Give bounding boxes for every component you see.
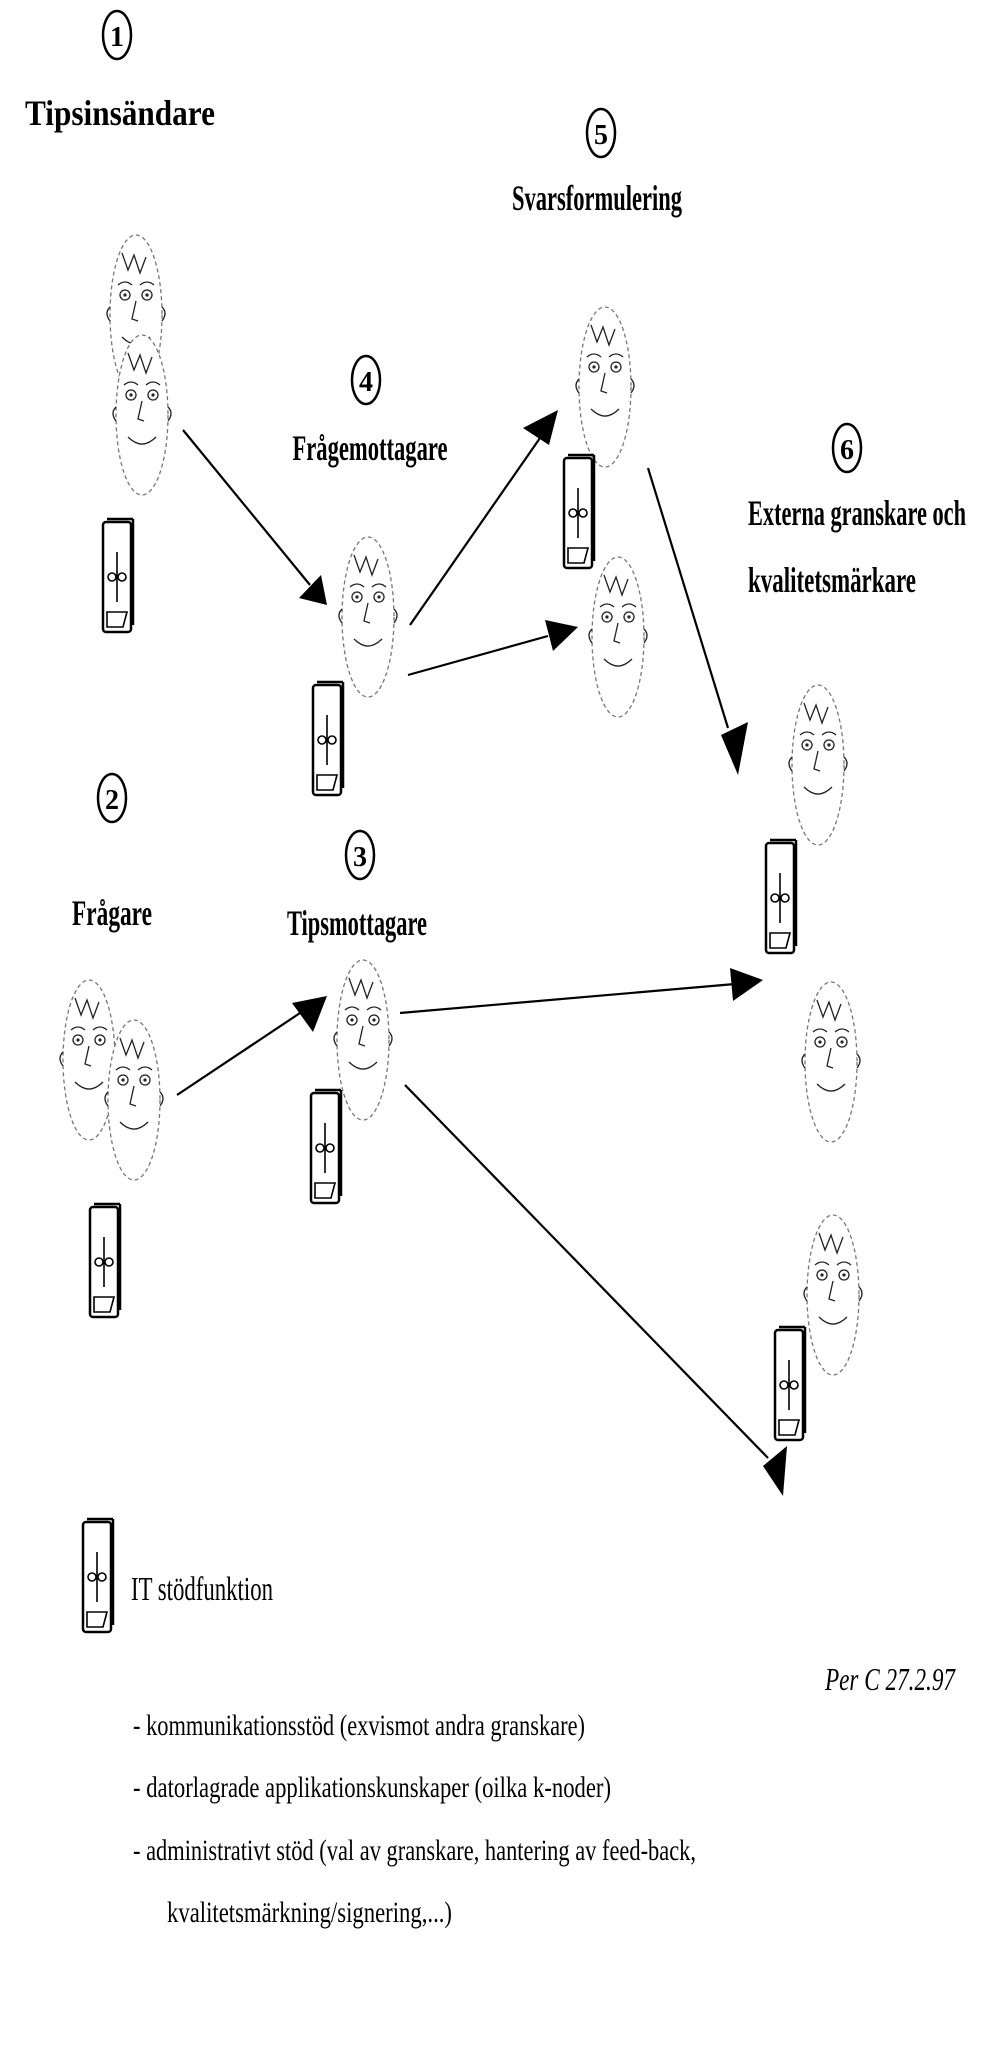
it-support-device-icon (88, 1202, 122, 1319)
role-6-externa-granskare: 6 Externa granskare och kvalitetsmärkare (748, 422, 966, 1442)
arrow-3-to-6b (399, 968, 763, 1015)
role-6-number-circle (831, 422, 863, 474)
role-1-tipsinsandare: 1 Tipsinsändare (25, 9, 215, 634)
arrow-2-to-3 (176, 996, 327, 1096)
role-1-number: 1 (110, 22, 124, 53)
role-5-number-circle (585, 107, 617, 159)
arrow-4-to-5a (409, 410, 558, 626)
role-3-number: 3 (353, 842, 367, 873)
legend: IT stödfunktion - kommunikationsstöd (ex… (81, 1517, 696, 1929)
role-3-label: Tipsmottagare (287, 903, 427, 943)
role-6-number: 6 (840, 435, 854, 466)
role-1-label: Tipsinsändare (25, 93, 215, 133)
role-5-number: 5 (594, 120, 608, 151)
person-face-icon (788, 684, 848, 846)
it-support-device-icon (764, 838, 798, 955)
role-1-number-circle (101, 9, 133, 61)
role-2-number-circle (96, 772, 128, 824)
signature: Per C 27.2.97 (824, 1661, 956, 1697)
legend-label: IT stödfunktion (131, 1571, 273, 1608)
role-5-label: Svarsformulering (512, 178, 682, 218)
person-face-icon (333, 959, 393, 1121)
arrow-1-to-4 (182, 429, 327, 605)
it-support-device-icon (562, 453, 596, 570)
person-face-icon (801, 981, 861, 1143)
it-support-device-icon (311, 680, 345, 797)
arrow-3-to-6c (404, 1084, 787, 1496)
person-face-icon (575, 306, 635, 468)
it-support-device-icon (81, 1517, 115, 1634)
person-face-icon (803, 1214, 863, 1376)
arrow-5-to-6a (646, 467, 748, 775)
role-4-number-circle (350, 354, 382, 406)
role-4-number: 4 (359, 367, 373, 398)
it-support-device-icon (101, 517, 135, 634)
legend-item-4: kvalitetsmärkning/signering,...) (167, 1896, 452, 1929)
role-3-tipsmottagare: 3 Tipsmottagare (287, 829, 427, 1205)
role-3-number-circle (344, 829, 376, 881)
role-2-label: Frågare (72, 893, 152, 933)
role-4-label: Frågemottagare (293, 428, 448, 468)
legend-item-2: - datorlagrade applikationskunskaper (oi… (133, 1771, 611, 1804)
role-6-label-line2: kvalitetsmärkare (748, 560, 916, 600)
arrow-4-to-5b (407, 620, 578, 677)
role-2-fragare: 2 Frågare (59, 772, 164, 1319)
legend-item-1: - kommunikationsstöd (exvismot andra gra… (133, 1709, 585, 1742)
role-5-svarsformulering: 5 Svarsformulering (512, 107, 682, 718)
role-6-label-line1: Externa granskare och (748, 493, 966, 533)
role-2-number: 2 (105, 785, 119, 816)
it-support-device-icon (773, 1325, 807, 1442)
role-4-fragemottagare: 4 Frågemottagare (293, 354, 448, 797)
legend-item-3: - administrativt stöd (val av granskare,… (133, 1834, 696, 1867)
person-face-icon (338, 536, 398, 698)
it-support-device-icon (309, 1088, 343, 1205)
person-face-icon (588, 556, 648, 718)
